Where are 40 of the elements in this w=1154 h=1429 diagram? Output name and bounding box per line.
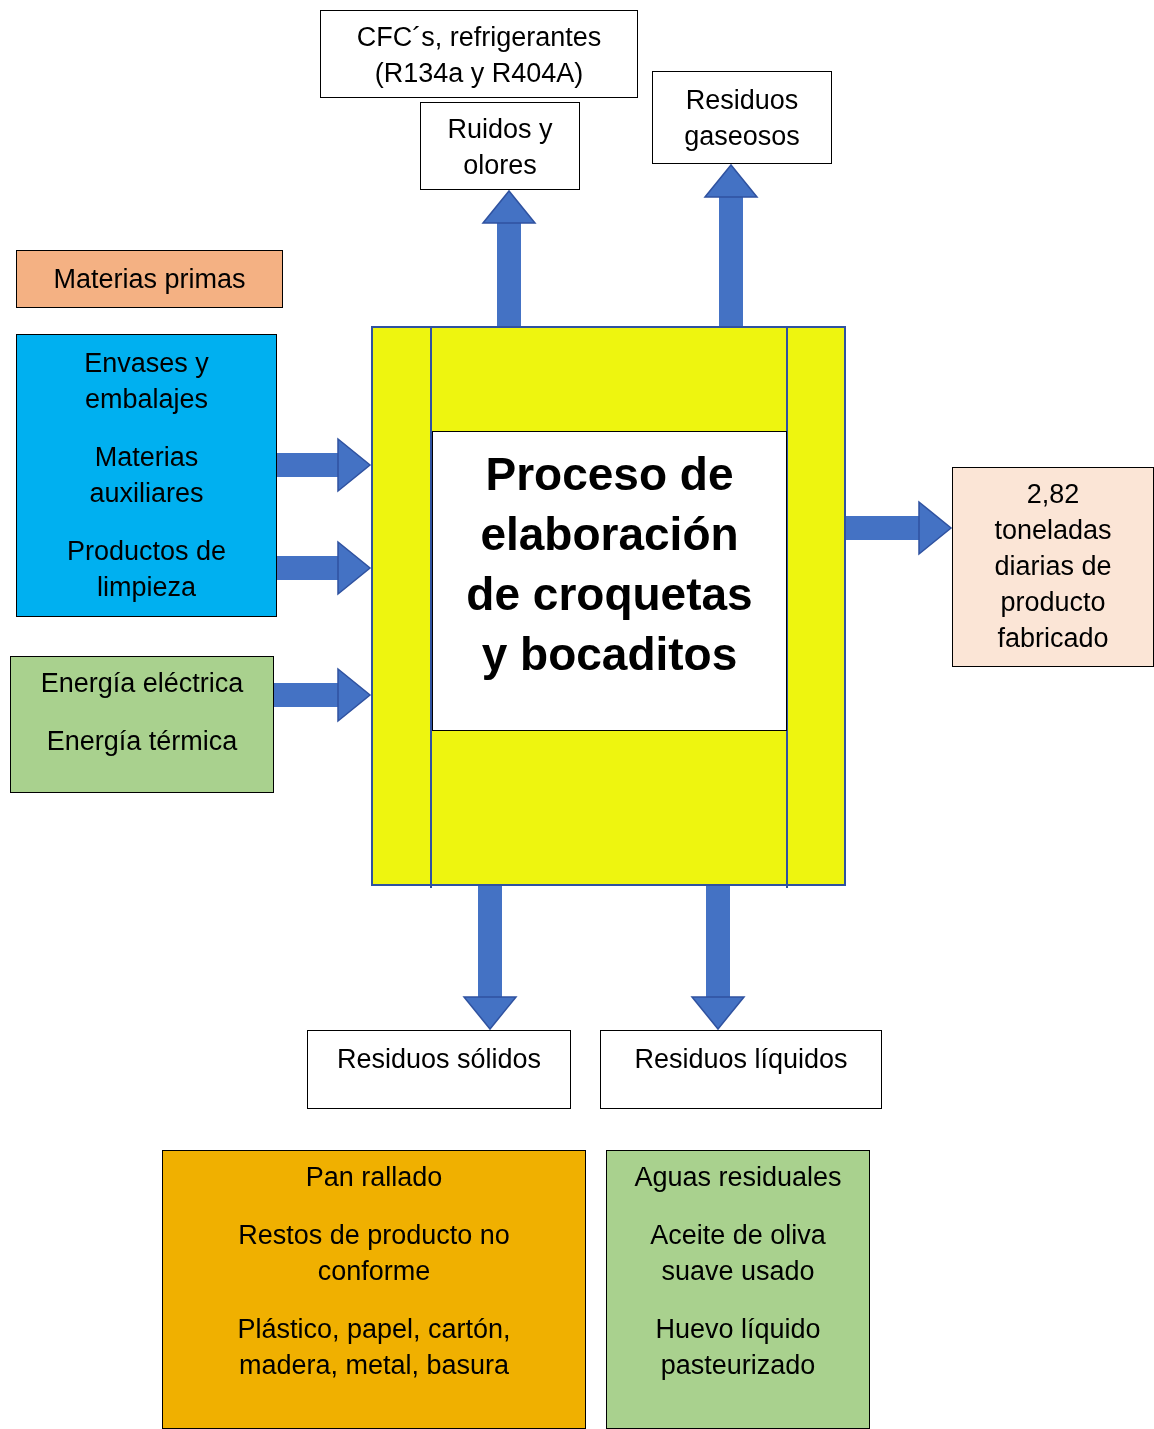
text-box xyxy=(307,1030,571,1109)
text-box xyxy=(652,71,832,164)
node-text: Residuos sólidos xyxy=(335,1043,543,1076)
block-arrow xyxy=(277,438,371,492)
text-box xyxy=(320,10,638,98)
node-text: Aceite de oliva suave usado xyxy=(649,1219,827,1288)
block-arrow xyxy=(704,164,758,326)
block-arrow xyxy=(463,886,517,1030)
node-text: Aguas residuales xyxy=(633,1161,843,1194)
node-text: CFC´s, refrigerantes (R134a y R404A) xyxy=(355,21,603,90)
process-title: Proceso de elaboración de croquetas y bocaditos xyxy=(465,447,754,682)
node-text: Residuos gaseosos xyxy=(683,84,801,153)
node-text: Restos de producto no conforme xyxy=(237,1219,511,1288)
process-frame xyxy=(371,326,846,886)
node-text: Materias auxiliares xyxy=(88,441,205,510)
text-box xyxy=(16,334,277,617)
node-text: Ruidos y olores xyxy=(446,113,554,182)
text-box xyxy=(952,467,1154,667)
block-arrow xyxy=(846,501,952,555)
text-box xyxy=(606,1150,870,1429)
text-box xyxy=(10,656,274,793)
node-text: Materias primas xyxy=(52,263,247,296)
node-text: 2,82 toneladas diarias de producto fabricado xyxy=(993,478,1113,655)
text-box xyxy=(16,250,283,308)
text-box xyxy=(600,1030,882,1109)
block-arrow xyxy=(274,668,371,722)
node-text: Envases y embalajes xyxy=(83,347,210,416)
node-text: Energía térmica xyxy=(45,725,239,758)
block-arrow xyxy=(277,541,371,595)
node-text: Plástico, papel, cartón, madera, metal, basura xyxy=(236,1313,512,1382)
node-text: Productos de limpieza xyxy=(65,535,228,604)
node-text: Pan rallado xyxy=(304,1161,444,1194)
node-text: Energía eléctrica xyxy=(39,667,245,700)
node-text: Huevo líquido pasteurizado xyxy=(654,1313,822,1382)
block-arrow xyxy=(691,886,745,1030)
process-box xyxy=(432,431,787,731)
block-arrow xyxy=(482,190,536,326)
node-text: Residuos líquidos xyxy=(633,1043,849,1076)
text-box xyxy=(420,102,580,190)
text-box xyxy=(162,1150,586,1429)
